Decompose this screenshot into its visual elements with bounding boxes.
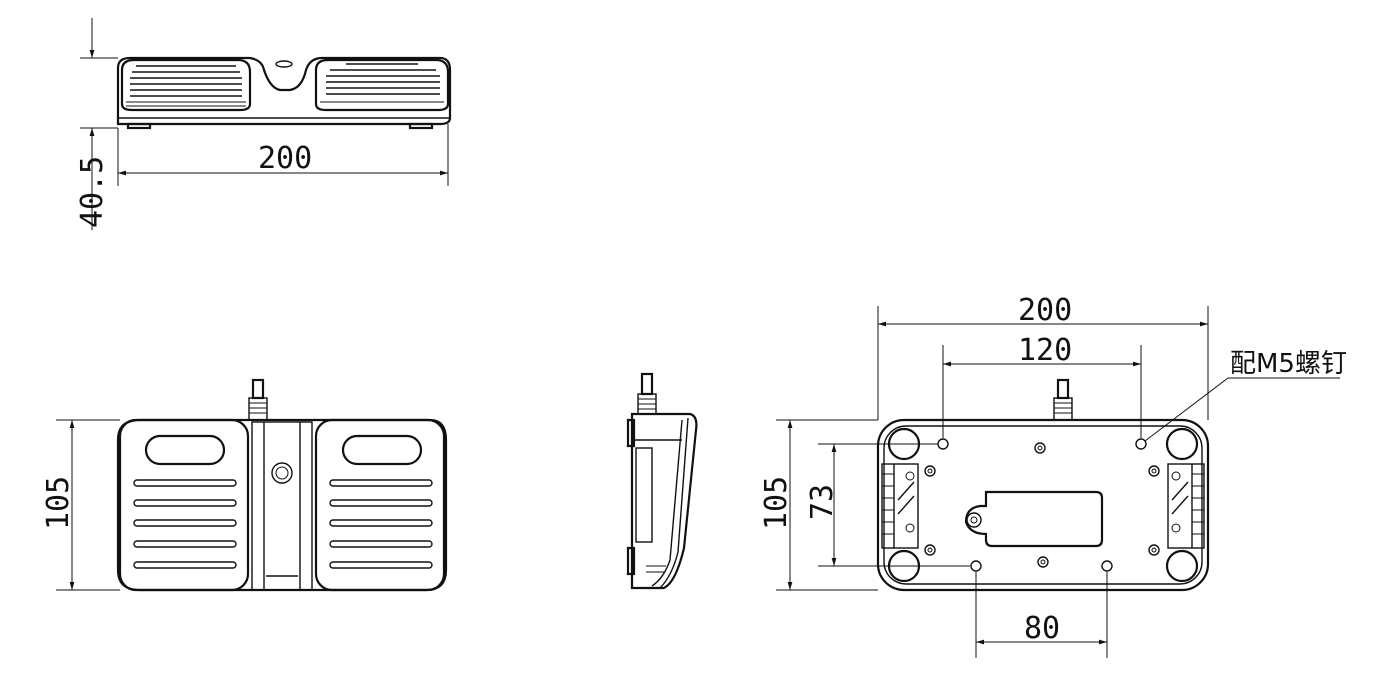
bottom-hole-spacing-bottom-dimension: 80 (975, 572, 1108, 658)
screw-note-label: 配M5螺钉 (1230, 349, 1347, 379)
front-view: 105 (41, 378, 448, 592)
side-cable (637, 372, 657, 415)
top-right-pedal (314, 58, 450, 112)
top-height-dimension: 40.5 (75, 18, 118, 230)
right-rail (1167, 463, 1205, 549)
bottom-hole-spacing-top-dimension: 120 (942, 333, 1142, 438)
screw-note: 配M5螺钉 (1144, 349, 1347, 442)
bottom-width-label: 200 (1018, 293, 1072, 328)
bottom-cable (1053, 378, 1073, 421)
bottom-hole-spacing-bottom-label: 80 (1024, 611, 1060, 646)
top-view: 40.5 200 (75, 18, 452, 230)
front-right-pedal (314, 418, 446, 592)
top-width-dimension: 200 (117, 124, 449, 186)
side-view (626, 372, 698, 590)
bottom-view: 200 120 80 105 73 (759, 293, 1347, 658)
top-height-label: 40.5 (75, 156, 110, 228)
bottom-height-label: 105 (759, 476, 794, 530)
front-height-dimension: 105 (41, 419, 120, 591)
bottom-width-dimension: 200 (877, 293, 1209, 420)
top-width-label: 200 (258, 141, 312, 176)
top-left-pedal (120, 58, 252, 112)
bottom-inner-height-label: 73 (805, 484, 840, 520)
bottom-inner-height-dimension: 73 (805, 443, 970, 567)
bottom-cover (964, 490, 1104, 548)
bottom-hole-spacing-top-label: 120 (1018, 333, 1072, 368)
front-left-pedal (118, 418, 250, 592)
bottom-height-dimension: 105 (759, 419, 878, 591)
front-cable (248, 378, 268, 421)
bottom-screw-holes (924, 438, 1160, 572)
front-height-label: 105 (41, 476, 76, 530)
left-rail (881, 463, 919, 549)
